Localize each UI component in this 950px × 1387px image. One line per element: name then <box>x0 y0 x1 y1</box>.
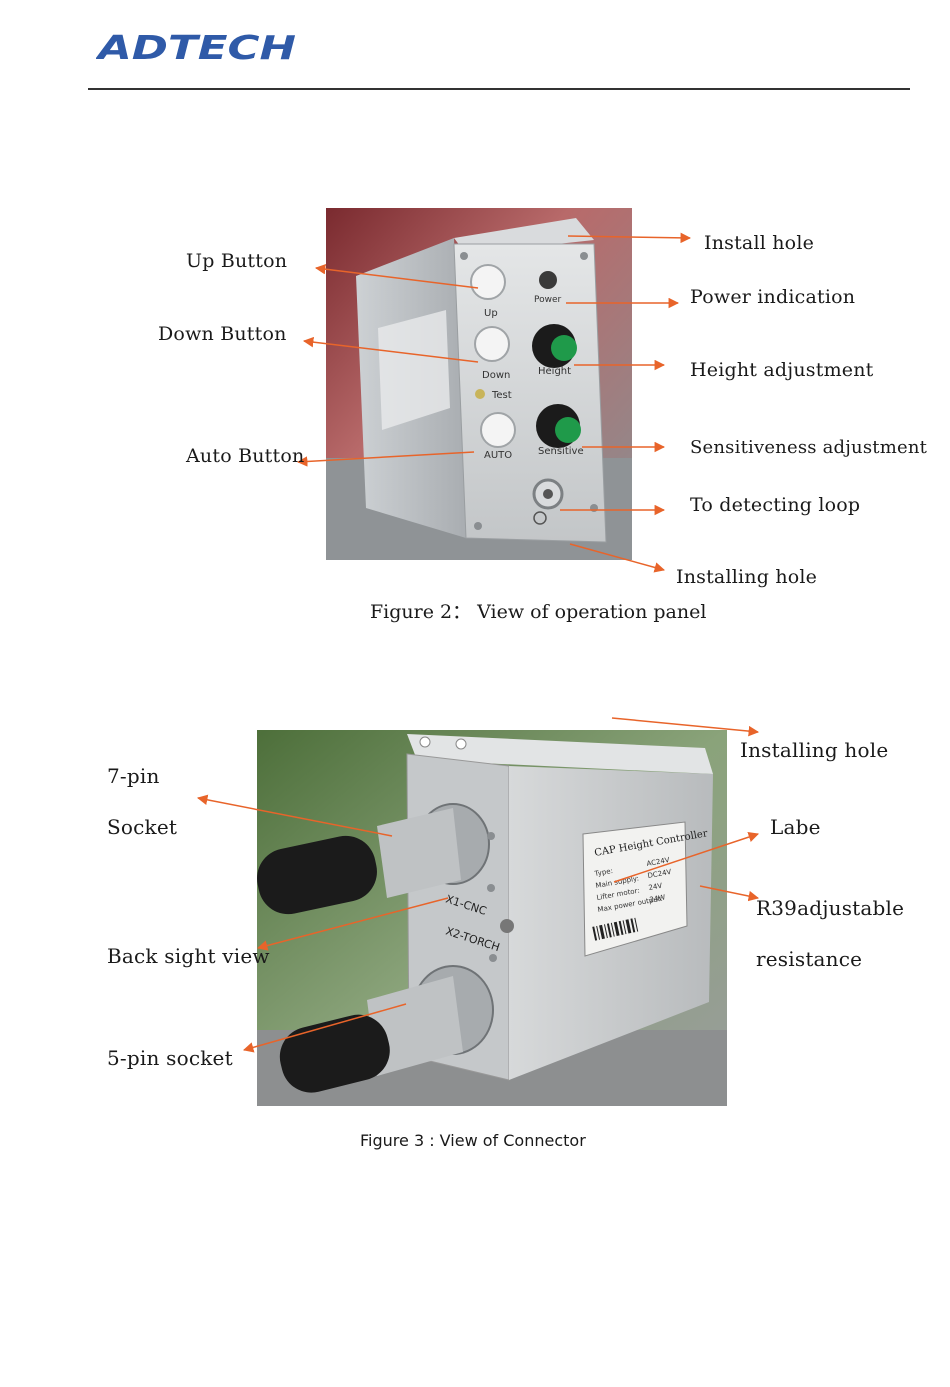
panel-power-text: Power <box>534 295 562 305</box>
arrow-down-button <box>302 336 479 363</box>
callout-up-button: Up Button <box>186 250 288 272</box>
arrow-auto-button <box>296 451 475 467</box>
callout-down-button: Down Button <box>158 323 287 345</box>
callout-install-hole: Install hole <box>704 232 815 254</box>
panel-test-text: Test <box>491 390 512 401</box>
panel-auto-text: AUTO <box>484 450 512 461</box>
panel-down-text: Down <box>482 370 510 381</box>
callout-socket: Socket <box>107 815 178 839</box>
panel-sensitive-text: Sensitive <box>538 446 584 457</box>
figure-2-caption: Figure 2： View of operation panel <box>370 601 707 623</box>
arrow-7-pin-socket <box>196 794 393 837</box>
callout-back-sight-view: Back sight view <box>107 944 270 968</box>
logo-text: ADTECH <box>96 28 296 67</box>
callout-auto-button: Auto Button <box>186 445 305 467</box>
header-divider <box>88 88 910 90</box>
arrow-r39 <box>699 885 760 902</box>
arrow-installing-hole-f2 <box>569 543 666 573</box>
callout-height-adjustment: Height adjustment <box>690 359 874 381</box>
callout-sensitiveness-adjustment: Sensitiveness adjustment <box>690 437 928 458</box>
arrow-installing-hole-f3 <box>611 717 760 737</box>
device-label-value-2: 24V <box>648 882 663 892</box>
panel-up-text: Up <box>484 308 498 319</box>
device-label-value-3: 24W <box>649 893 666 904</box>
arrow-install-hole <box>567 232 692 244</box>
connector-view-photo: CAP Height Controller Type: Main supply:… <box>257 730 727 1106</box>
arrow-back-sight-view <box>256 897 449 951</box>
adtech-logo: ADTECH <box>94 28 300 68</box>
arrow-labe <box>613 832 759 883</box>
arrow-5-pin-socket <box>242 1003 407 1053</box>
callout-r39: R39adjustable <box>756 896 905 920</box>
figure-3-caption: Figure 3 : View of Connector <box>360 1131 586 1150</box>
device-label-line-0: Type: <box>593 867 614 878</box>
callout-labe: Labe <box>770 815 821 839</box>
panel-height-text: Height <box>538 366 571 377</box>
callout-installing-hole-f3: Installing hole <box>740 738 889 762</box>
callout-5-pin-socket: 5-pin socket <box>107 1046 233 1070</box>
callout-detecting-loop: To detecting loop <box>690 494 861 516</box>
callout-7-pin: 7-pin <box>107 764 160 788</box>
callout-installing-hole: Installing hole <box>676 566 818 588</box>
device-label-value-0: AC24V <box>646 856 670 868</box>
callout-power-indication: Power indication <box>690 286 856 308</box>
callout-resistance: resistance <box>756 947 863 971</box>
arrow-up-button <box>314 263 479 289</box>
operation-panel-photo: Up Power Down Height Test AUTO Sensitive <box>326 208 632 560</box>
